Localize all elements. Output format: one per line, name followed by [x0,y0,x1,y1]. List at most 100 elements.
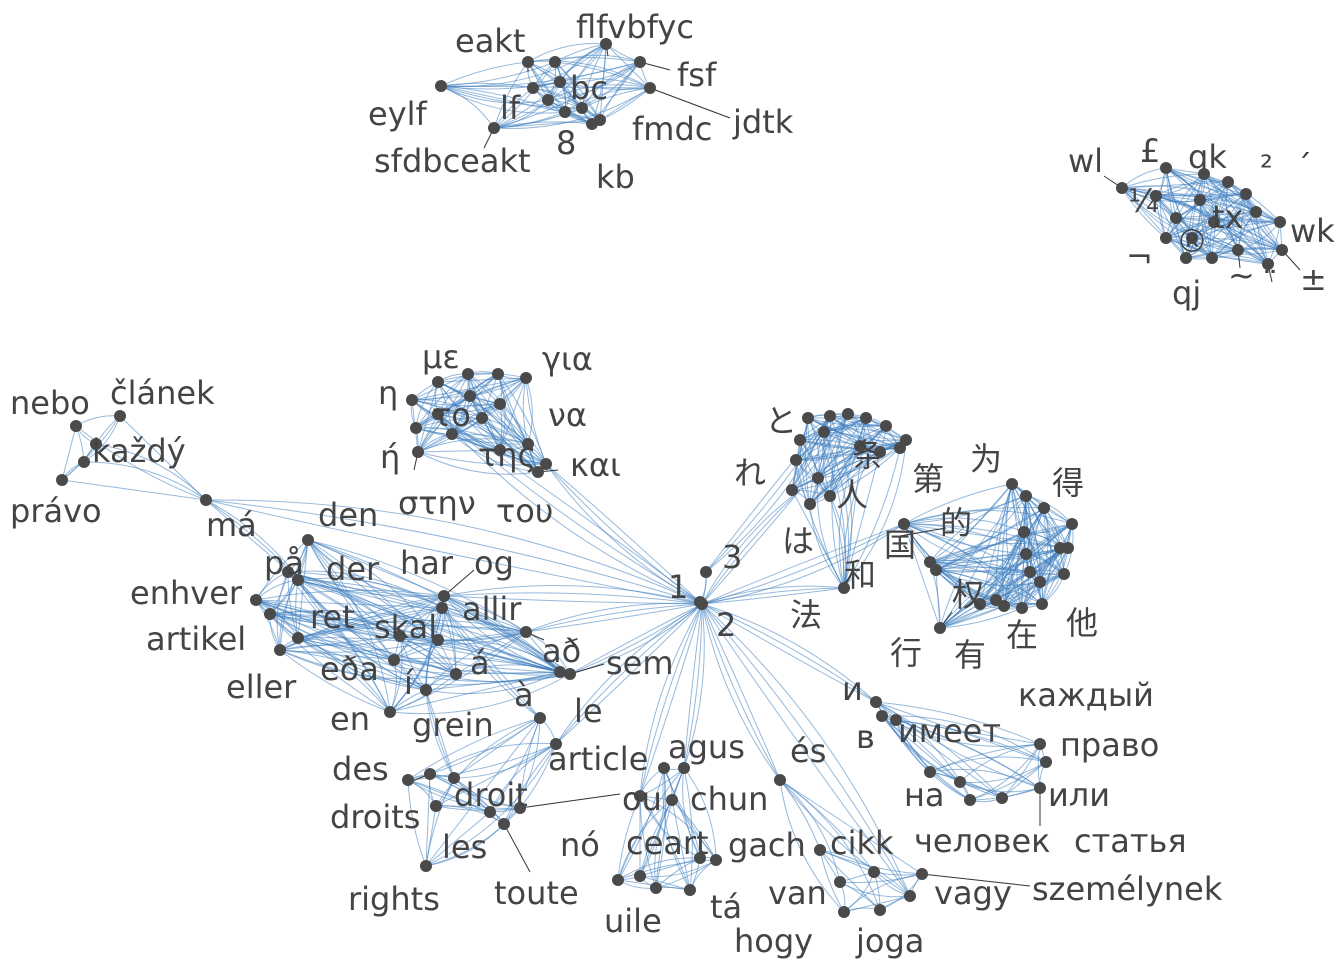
misc1-edge [547,84,651,101]
chinese-edge [939,607,1023,629]
japanese-edge [823,431,849,589]
greek-word-label: του [496,492,553,530]
greek-edge [411,377,527,401]
japanese-edge [838,445,861,589]
chinese-edge [929,547,1069,564]
bridge-edge [701,603,877,703]
nordic-edge [307,539,439,641]
chinese-edge [903,510,1073,525]
symbols-edge [1175,193,1247,219]
misc1-edge [581,61,641,109]
greek-edge [417,377,527,453]
symbols-edge [1175,217,1283,251]
french-word-label: droit [454,776,528,814]
greek-node [494,398,506,410]
irish-edge [683,767,717,861]
french-edge [503,717,541,825]
russian-word-label: человек [914,822,1051,860]
nordic-edge [276,571,289,651]
misc1-word-label: lf [500,89,521,127]
chinese-edge [979,573,1065,605]
nordic-edge [393,659,571,683]
chinese-edge [935,569,997,601]
irish-edge [654,799,673,889]
russian-node [1034,782,1046,794]
chinese-edge [1041,507,1052,605]
irish-word-label: agus [668,728,745,766]
symbols-edge [1175,211,1257,219]
symbols-node [1232,244,1244,256]
symbols-edge [1175,217,1281,223]
nordic-node [384,706,396,718]
leader-line [443,569,475,597]
irish-edge [639,795,717,861]
misc1-edge [440,61,529,87]
japanese-edge [817,447,901,479]
chinese-word-label: 国 [884,526,916,564]
czech-word-label: článek [110,374,215,412]
greek-word-label: να [548,396,587,434]
misc1-word-label: eakt [455,22,525,60]
symbols-word-label: ® [1176,222,1208,260]
chinese-word-label: 为 [970,440,1002,478]
symbols-edge [1203,173,1257,213]
russian-node [954,776,966,788]
nordic-edge [425,607,443,691]
french-edge [489,743,557,813]
french-edge [519,743,557,809]
leader-line [503,823,531,873]
symbols-edge [1227,181,1269,265]
misc1-edge [554,54,641,63]
symbols-node [1240,188,1252,200]
symbols-node [1150,190,1162,202]
misc1-edge [564,87,651,113]
czech-node [90,438,102,450]
japanese-word-label: 法 [790,596,822,634]
japanese-edge [799,439,845,589]
french-node [550,738,562,750]
greek-node [492,368,504,380]
french-node [420,860,432,872]
misc1-edge [440,85,593,125]
japanese-edge [809,447,901,505]
nordic-word-label: og [474,544,514,582]
french-word-label: le [574,692,603,730]
nordic-edge [279,635,401,651]
chinese-edge [903,517,1025,533]
nordic-node [264,608,276,620]
russian-node [890,714,902,726]
irish-word-label: gach [728,826,806,864]
japanese-edge [809,451,881,505]
japanese-node [790,454,802,466]
misc1-node [542,94,554,106]
irish-word-label: uile [604,902,662,940]
irish-node [694,852,706,864]
japanese-word-label: 和 [844,556,876,594]
nordic-edge [389,659,397,713]
japanese-edge [809,431,825,505]
misc1-word-label: fmdc [632,110,712,148]
russian-word-label: на [904,776,945,814]
chinese-edge [1006,483,1023,609]
symbols-word-label: qk [1188,138,1227,176]
nordic-edge [269,613,391,713]
chinese-edge [1041,523,1073,605]
bridge-edge [701,603,911,897]
bridge-edge [701,603,781,781]
greek-edge [437,381,547,465]
leader-line [921,873,1031,887]
hungarian-word-label: személynek [1032,870,1223,908]
greek-node [410,422,422,434]
chinese-edge [979,523,1073,605]
hungarian-node [774,774,786,786]
chinese-edge [903,483,1013,525]
greek-word-label: το [432,396,471,434]
french-word-label: les [442,828,487,866]
bridge-edge [525,602,703,633]
bridge-edge [701,523,905,605]
misc1-edge [440,85,651,89]
bridge-edge [441,607,541,719]
chinese-edge [935,566,1031,573]
nordic-edge [307,539,527,633]
irish-edge [639,795,701,859]
